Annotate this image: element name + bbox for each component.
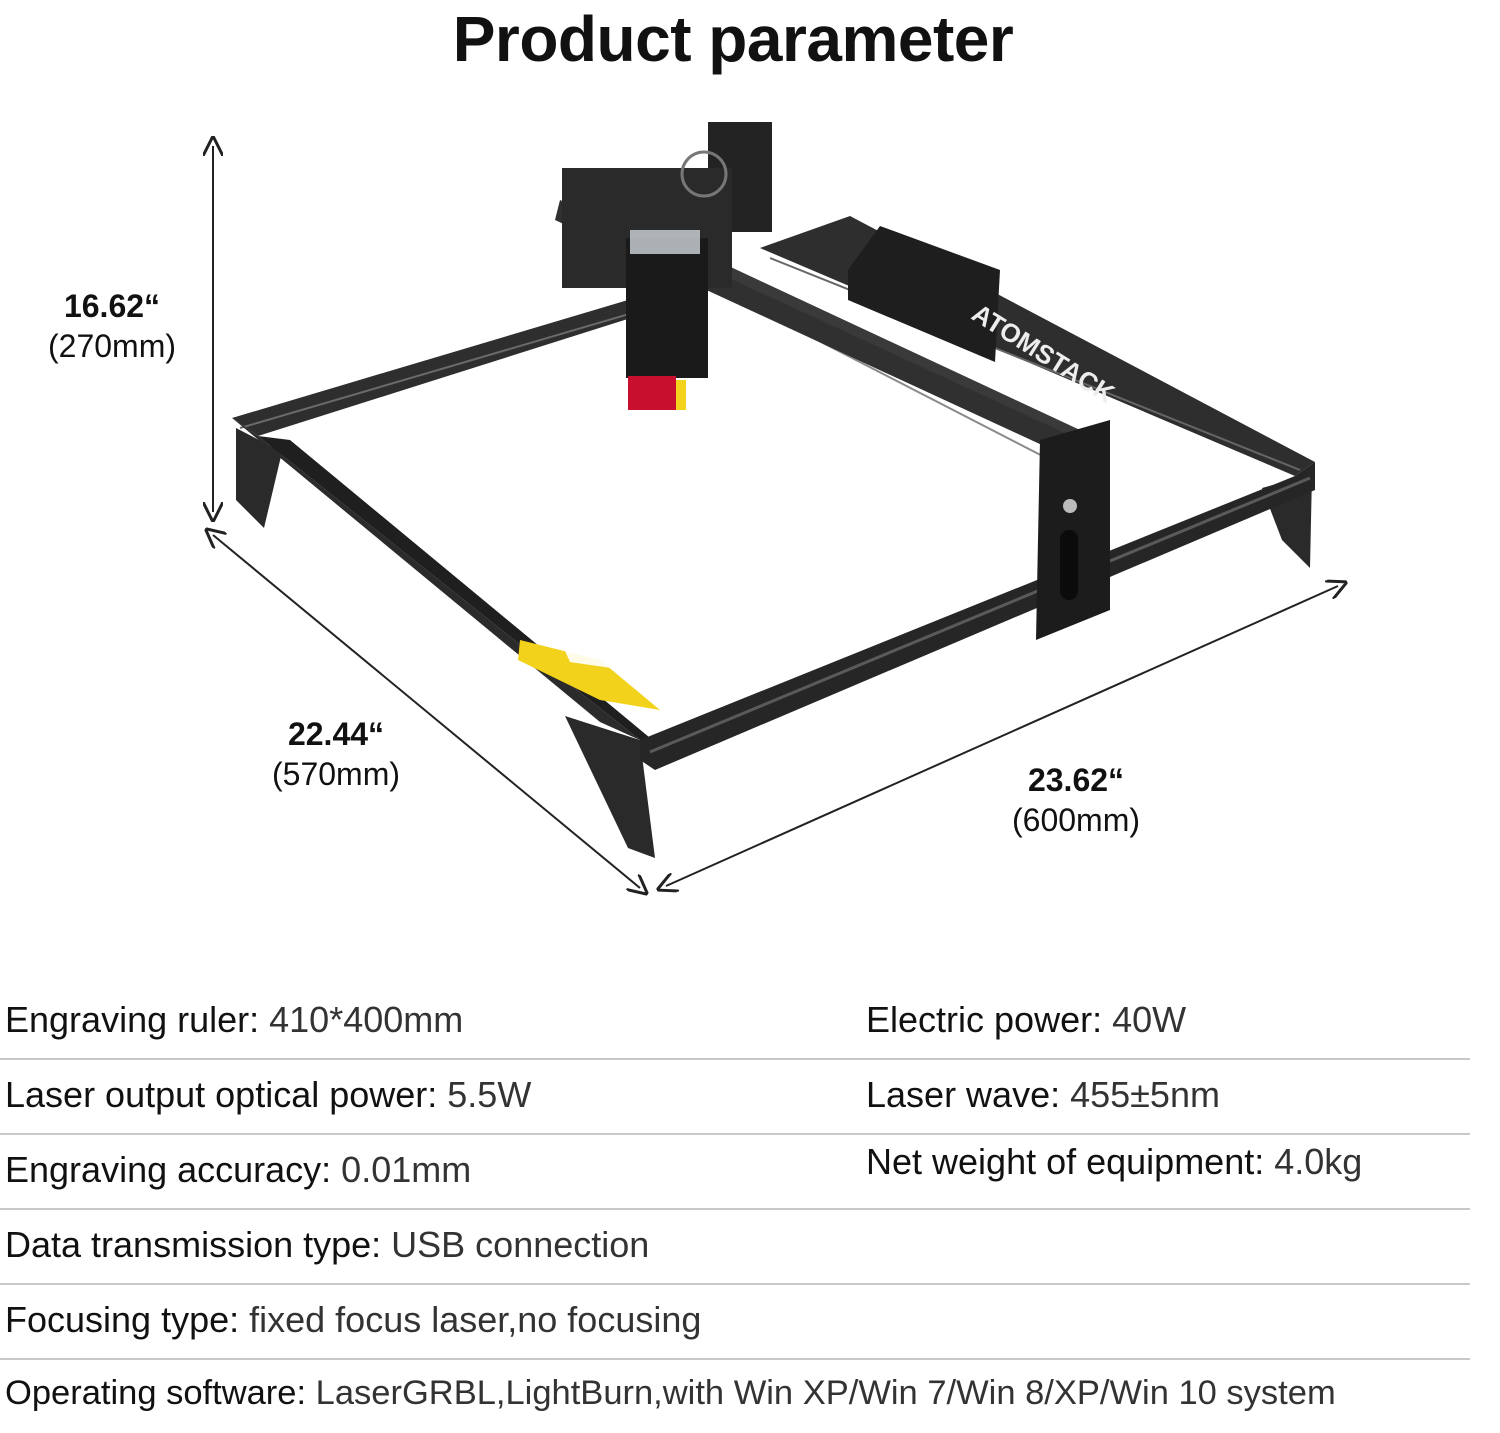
page-title: Product parameter [452,3,1014,75]
spec-row: Operating software: LaserGRBL,LightBurn,… [0,1360,1470,1433]
width-dimension-line [666,586,1338,886]
y-axis-end-plate [1036,420,1110,640]
spec-row: Focusing type: fixed focus laser,no focu… [0,1285,1470,1360]
spec-electric-power: Electric power: 40W [866,999,1187,1040]
depth-dimension: 22.44“ (570mm) [246,714,426,794]
height-mm: (270mm) [47,328,176,364]
fan-grille-icon [680,150,728,198]
spec-focusing-type: Focusing type: fixed focus laser,no focu… [5,1299,702,1340]
depth-dimension-line [213,535,640,888]
frame-rail-back [232,300,650,436]
spec-laser-output-power: Laser output optical power: 5.5W [5,1074,532,1115]
laser-engraver-illustration: ATOMSTACK [0,122,1500,940]
spec-net-weight: Net weight of equipment: 4.0kg [866,1141,1363,1182]
product-figure: ATOMSTACK 16.62“ (270mm) 22.44“ (570mm) … [0,100,1500,940]
width-dimension: 23.62“ (600mm) [986,760,1166,840]
warning-label [518,640,660,710]
depth-inches: 22.44“ [287,716,385,752]
frame-rail-left [232,418,640,740]
height-dimension: 16.62“ (270mm) [22,286,202,366]
frame-leg-front-left [565,716,655,858]
spec-data-transmission: Data transmission type: USB connection [5,1224,650,1265]
spec-row: Engraving ruler: 410*400mm Electric powe… [0,985,1470,1060]
frame-leg-back-left [236,428,282,528]
depth-mm: (570mm) [271,756,400,792]
height-inches: 16.62“ [63,288,161,324]
laser-lens-guard [628,376,676,410]
spec-engraving-ruler: Engraving ruler: 410*400mm [5,999,464,1040]
spec-row: Engraving accuracy: 0.01mm Net weight of… [0,1135,1470,1210]
width-inches: 23.62“ [1027,762,1125,798]
spec-table: Engraving ruler: 410*400mm Electric powe… [0,985,1470,1433]
spec-row: Laser output optical power: 5.5W Laser w… [0,1060,1470,1135]
laser-module [626,238,708,378]
spec-engraving-accuracy: Engraving accuracy: 0.01mm [5,1149,472,1190]
width-mm: (600mm) [1011,802,1140,838]
spec-laser-wave: Laser wave: 455±5nm [866,1074,1220,1115]
spec-operating-software: Operating software: LaserGRBL,LightBurn,… [5,1374,1336,1412]
control-box [848,226,1000,362]
spec-row: Data transmission type: USB connection [0,1210,1470,1285]
